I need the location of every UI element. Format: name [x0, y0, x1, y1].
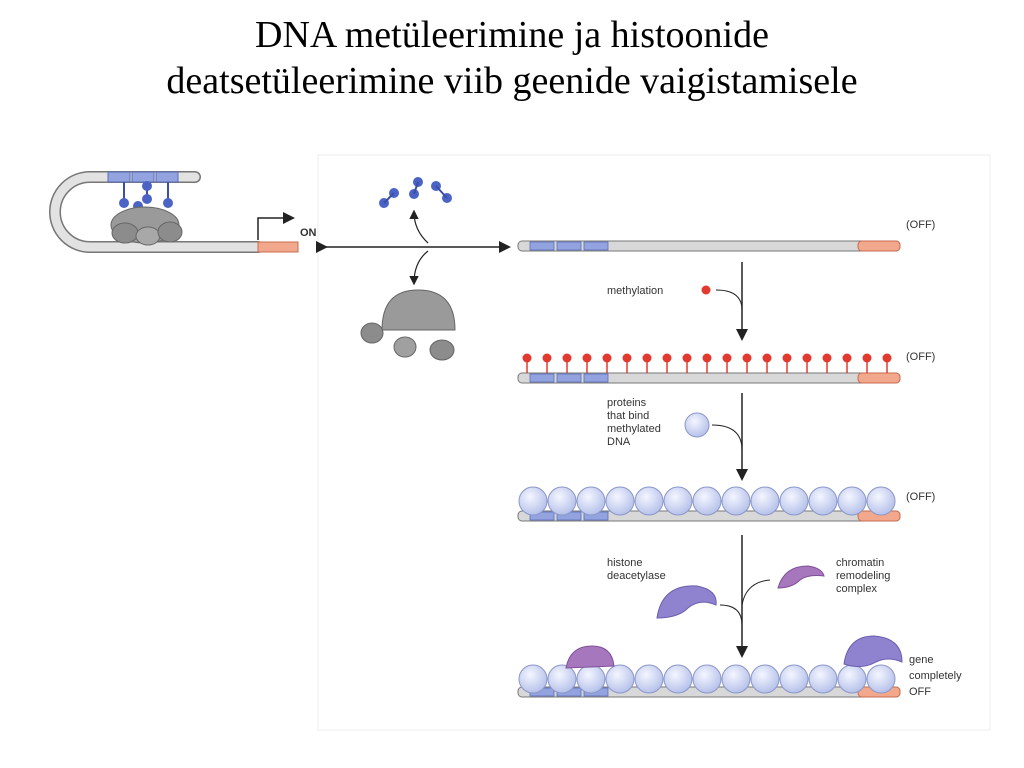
enhancer-blue-region [107, 171, 179, 183]
promoter-1 [857, 240, 901, 252]
methyl-binding-protein-silenced [663, 664, 693, 694]
histone-deacetylase-label: histone deacetylase [607, 557, 666, 582]
methyl-binding-protein [547, 486, 577, 516]
methyl-binding-protein-silenced [866, 664, 896, 694]
remodeler-icon [777, 565, 825, 589]
off-label-stage-1: (OFF) [906, 219, 935, 231]
methyl-binding-protein-silenced [750, 664, 780, 694]
active-gene-loop: ON [49, 171, 317, 253]
methyl-binding-protein [605, 486, 635, 516]
binding-protein-icon [684, 412, 710, 438]
promoter-2 [857, 372, 901, 384]
blue-region-1-1 [556, 241, 582, 251]
methyl-group [542, 353, 552, 363]
methyl-binding-protein-silenced [779, 664, 809, 694]
methyl-group [642, 353, 652, 363]
methyl-group [682, 353, 692, 363]
methyl-group [822, 353, 832, 363]
transcription-machinery [110, 206, 183, 246]
deacetylase-icon [656, 585, 717, 619]
methyl-binding-protein-silenced [837, 664, 867, 694]
remodeler-curve [741, 579, 771, 606]
methyl-binding-protein-silenced [692, 664, 722, 694]
methyl-binding-protein [518, 486, 548, 516]
released-machinery [360, 289, 456, 361]
methyl-group [562, 353, 572, 363]
methyl-binding-protein [634, 486, 664, 516]
methyl-binding-protein [576, 486, 606, 516]
methyl-group [802, 353, 812, 363]
methyl-binding-protein-silenced [721, 664, 751, 694]
methyl-binding-protein-silenced [518, 664, 548, 694]
deacetylase-curve [719, 604, 743, 626]
slide-title: DNA metüleerimine ja histoonide deatsetü… [0, 12, 1024, 104]
binding-proteins-label: proteins that bind methylated DNA [607, 397, 664, 448]
off-label-stage-2: (OFF) [906, 351, 935, 363]
methyl-group [882, 353, 892, 363]
methyl-group-icon [701, 285, 711, 295]
methyl-binding-protein [663, 486, 693, 516]
silencing-stages [517, 240, 903, 698]
slide-title-line-1: DNA metüleerimine ja histoonide [255, 14, 769, 56]
methyl-binding-protein [808, 486, 838, 516]
slide-title-line-2: deatsetüleerimine viib geenide vaigistam… [166, 60, 858, 102]
transcription-start-arrow [257, 212, 295, 240]
methyl-binding-protein [866, 486, 896, 516]
bound-remodeler [565, 645, 615, 669]
methyl-binding-protein [692, 486, 722, 516]
blue-region-2-0 [529, 373, 555, 383]
methyl-group [622, 353, 632, 363]
release-arrow-down [409, 250, 429, 286]
methyl-binding-protein-silenced [605, 664, 635, 694]
released-activators [379, 177, 452, 208]
methyl-group [582, 353, 592, 363]
methyl-binding-protein [837, 486, 867, 516]
methyl-binding-protein-silenced [547, 664, 577, 694]
methyl-binding-protein [779, 486, 809, 516]
methyl-group [742, 353, 752, 363]
blue-region-1-0 [529, 241, 555, 251]
methyl-binding-protein [721, 486, 751, 516]
methyl-binding-protein [750, 486, 780, 516]
methyl-group [702, 353, 712, 363]
methyl-binding-protein-silenced [576, 664, 606, 694]
methyl-group [522, 353, 532, 363]
release-arrow-up [409, 209, 429, 244]
blue-region-1-2 [583, 241, 609, 251]
methyl-group [782, 353, 792, 363]
methyl-group [842, 353, 852, 363]
blue-region-2-1 [556, 373, 582, 383]
methyl-group [662, 353, 672, 363]
off-label-stage-3: (OFF) [906, 491, 935, 503]
bound-deacetylase [843, 635, 903, 668]
methyl-group [862, 353, 872, 363]
blue-region-2-2 [583, 373, 609, 383]
promoter-segment [257, 241, 299, 253]
chromatin-remodeling-label: chromatin remodeling complex [836, 557, 893, 595]
binding-curve [711, 424, 743, 451]
activator-factors [119, 181, 173, 211]
methyl-group [602, 353, 612, 363]
methylation-label: methylation [607, 285, 663, 297]
gene-off-label: gene completely OFF [909, 654, 965, 698]
methyl-binding-protein-silenced [634, 664, 664, 694]
methyl-binding-protein-silenced [808, 664, 838, 694]
methylation-curve [715, 289, 743, 311]
methyl-group [762, 353, 772, 363]
methyl-group [722, 353, 732, 363]
on-label: ON [300, 227, 317, 239]
